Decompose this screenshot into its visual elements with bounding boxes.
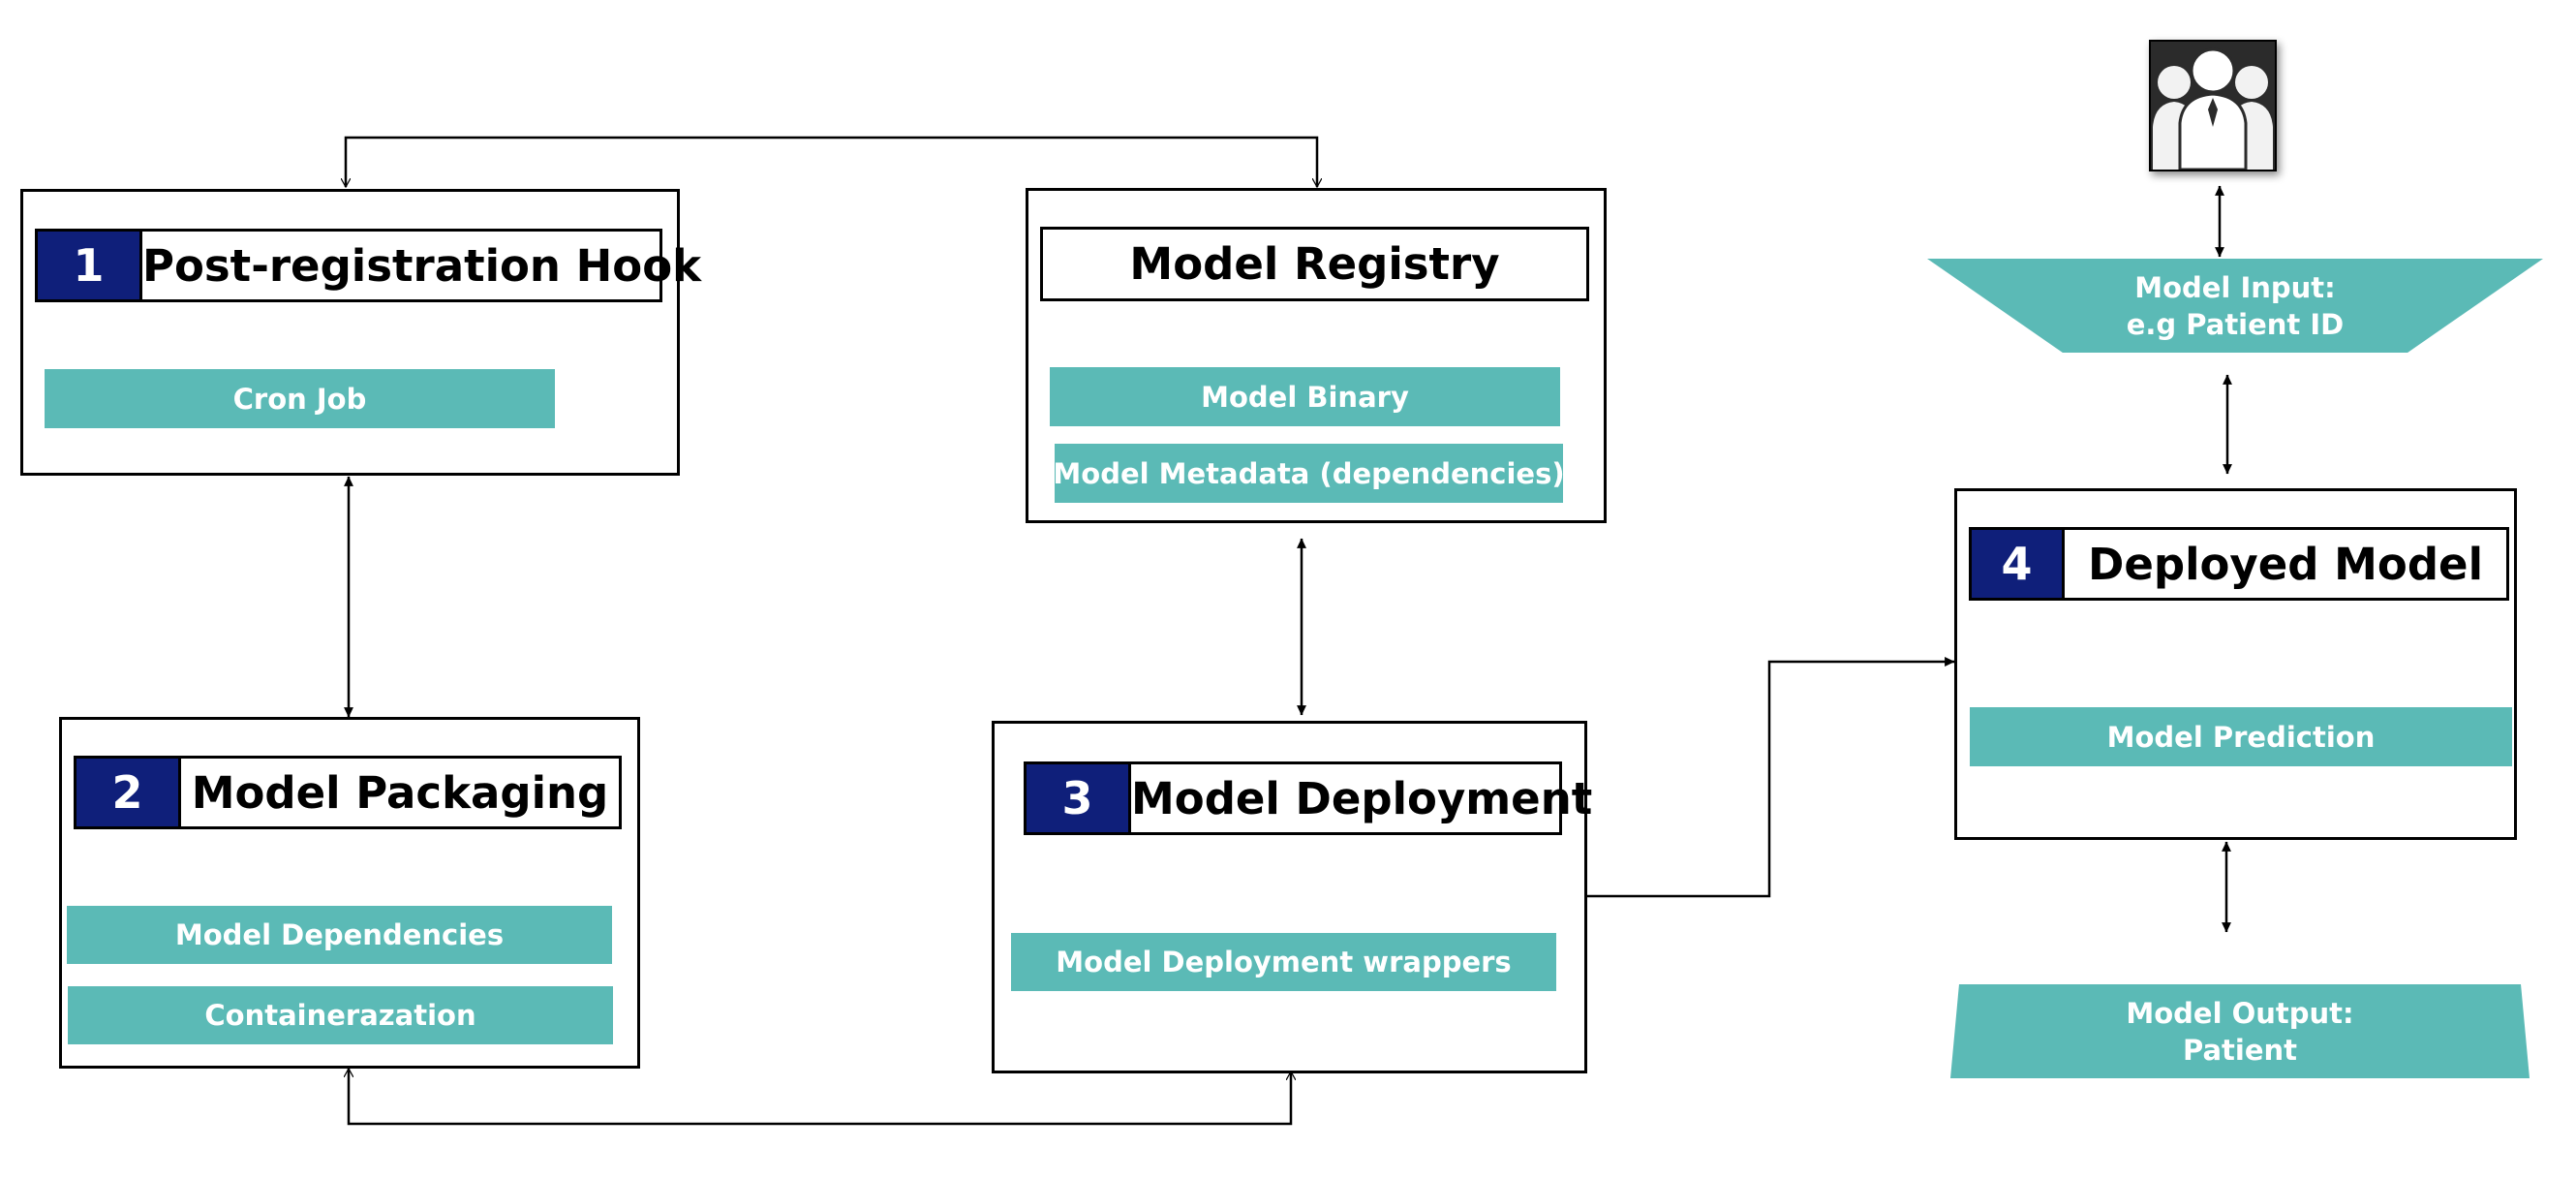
step-title: Model Deployment [1131,772,1593,824]
step-number-badge: 1 [38,232,142,299]
model-output-shape: Model Output: Patient [1950,984,2530,1078]
model-output-label: Model Output: [2126,996,2354,1030]
model-registry-title: Model Registry [1129,238,1500,290]
users-group-icon [2149,40,2277,171]
model-prediction-item: Model Prediction [1970,707,2512,766]
model-deployment-wrappers-item: Model Deployment wrappers [1011,933,1556,991]
model-input-example: e.g Patient ID [2126,307,2345,341]
deployed-model-header: 4 Deployed Model [1969,527,2509,601]
step-number-badge: 3 [1027,764,1131,832]
model-deployment-header: 3 Model Deployment [1024,761,1592,835]
connector-deployment-deployed [1587,657,1955,898]
model-dependencies-item: Model Dependencies [67,906,612,964]
step-title: Post-registration Hook [142,239,702,292]
connector-packaging-deployment [349,1069,1291,1126]
containerazation-item: Containerazation [68,986,613,1044]
model-input-label: Model Input: [2134,270,2336,304]
step-title: Deployed Model [2087,538,2483,590]
connector-hook-registry [346,136,1317,187]
model-packaging-header: 2 Model Packaging [74,756,622,829]
model-metadata-item: Model Metadata (dependencies) [1053,444,1565,503]
post-registration-hook-header: 1 Post-registration Hook [35,229,701,302]
model-registry-header: Model Registry [1040,227,1589,301]
model-binary-item: Model Binary [1050,367,1560,426]
step-title: Model Packaging [191,766,609,819]
step-number-badge: 2 [77,759,181,826]
cron-job-item: Cron Job [45,369,555,428]
model-output-value: Patient [2182,1033,2298,1067]
step-number-badge: 4 [1972,530,2065,598]
